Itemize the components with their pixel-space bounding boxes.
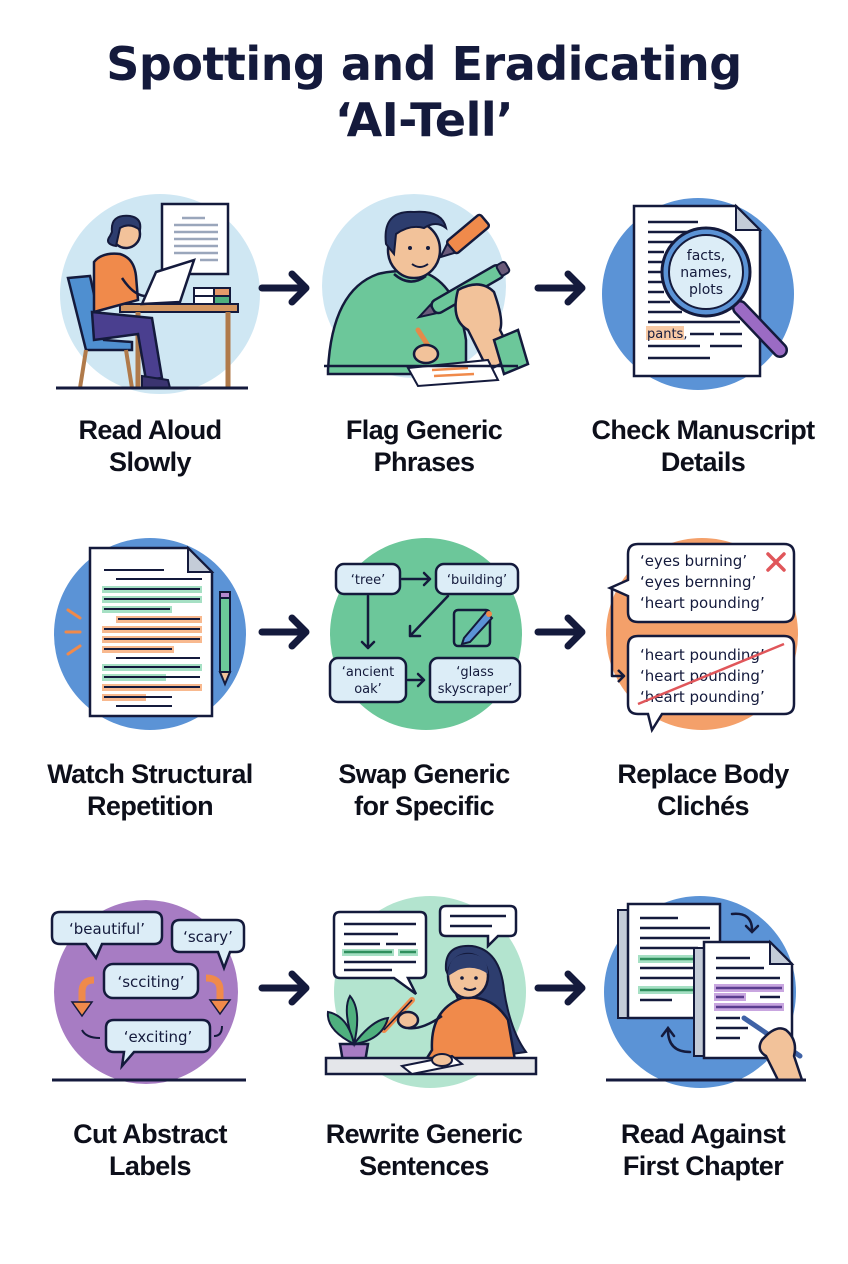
step-1-label-line-2: Slowly <box>109 447 192 477</box>
step-5-label-line-2: for Specific <box>354 791 494 821</box>
step-9-label: Read Against First Chapter <box>563 1118 843 1182</box>
bubble1-line-3: ‘heart pounding’ <box>640 594 765 612</box>
box-tree: ‘tree’ <box>351 573 385 588</box>
step-4-illustration <box>52 530 292 740</box>
step-7-label-line-2: Labels <box>109 1151 192 1181</box>
box-skyscraper: skyscraper’ <box>438 682 513 697</box>
word-beautiful: ‘beautiful’ <box>69 920 145 938</box>
magnifier-text-3: plots <box>689 282 723 298</box>
bubble1-line-2: ‘eyes bernning’ <box>640 573 756 591</box>
magnifier-document-icon: pants, facts, names, plots <box>602 198 794 390</box>
abstract-word-bubbles-icon: ‘beautiful’ ‘scary’ ‘scciting’ ‘exciting… <box>50 900 246 1084</box>
step-2-label-line-1: Flag Generic <box>345 415 503 445</box>
step-6-illustration: ‘eyes burning’ ‘eyes bernning’ ‘heart po… <box>600 530 840 740</box>
highlight-word: pants, <box>647 327 687 342</box>
word-exciting: ‘exciting’ <box>124 1028 193 1046</box>
magnifier-text-1: facts, <box>687 248 725 264</box>
step-2-label: Flag Generic Phrases <box>284 414 564 478</box>
step-4-label-line-2: Repetition <box>87 791 214 821</box>
step-5-label-line-1: Swap Generic <box>338 759 510 789</box>
box-ancient: ‘ancient <box>342 665 394 680</box>
step-4-label: Watch Structural Repetition <box>10 758 290 822</box>
word-scary: ‘scary’ <box>183 928 233 946</box>
bubble2-line-2: ‘heart pounding’ <box>640 667 765 685</box>
step-8-label-line-1: Rewrite Generic <box>325 1119 523 1149</box>
cliche-bubbles-icon: ‘eyes burning’ ‘eyes bernning’ ‘heart po… <box>606 538 798 734</box>
title-line-2: ‘AI-Tell’ <box>334 93 514 147</box>
step-6-label: Replace Body Clichés <box>563 758 843 822</box>
strikethrough-line <box>637 642 785 706</box>
step-7-label: Cut Abstract Labels <box>10 1118 290 1182</box>
highlighting-man-icon <box>322 194 530 388</box>
bubble2-line-1: ‘heart pounding’ <box>640 646 765 664</box>
step-5-illustration: ‘tree’ ‘building’ ‘ancient oak’ ‘glass s… <box>320 530 560 740</box>
word-scciting: ‘scciting’ <box>117 973 184 991</box>
x-mark-icon <box>766 552 786 572</box>
title-line-1: Spotting and Eradicating <box>106 37 742 91</box>
step-5-label: Swap Generic for Specific <box>284 758 564 822</box>
step-9-illustration <box>590 880 830 1090</box>
step-2-label-line-2: Phrases <box>373 447 475 477</box>
step-7-illustration: ‘beautiful’ ‘scary’ ‘scciting’ ‘exciting… <box>30 880 270 1090</box>
step-1-label-line-1: Read Aloud <box>78 415 222 445</box>
writing-woman-icon <box>324 896 538 1088</box>
word-swap-diagram-icon: ‘tree’ ‘building’ ‘ancient oak’ ‘glass s… <box>328 538 522 730</box>
step-8-illustration <box>312 880 552 1090</box>
step-3-illustration: pants, facts, names, plots <box>590 190 830 400</box>
page-title: Spotting and Eradicating ‘AI-Tell’ <box>0 36 848 148</box>
step-7-label-line-1: Cut Abstract <box>73 1119 227 1149</box>
step-3-label: Check Manuscript Details <box>563 414 843 478</box>
magnifier-text-2: names, <box>680 265 731 281</box>
arrow-right-icon <box>534 612 590 652</box>
step-1-label: Read Aloud Slowly <box>10 414 290 478</box>
bubble2-line-3: ‘heart pounding’ <box>640 688 765 706</box>
step-8-label-line-2: Sentences <box>359 1151 489 1181</box>
step-9-label-line-2: First Chapter <box>622 1151 784 1181</box>
bubble1-line-1: ‘eyes burning’ <box>640 552 747 570</box>
reading-woman-icon <box>56 194 260 394</box>
arrow-right-icon <box>534 268 590 308</box>
step-2-illustration <box>318 190 558 400</box>
step-3-label-line-2: Details <box>660 447 746 477</box>
step-8-label: Rewrite Generic Sentences <box>284 1118 564 1182</box>
box-oak: oak’ <box>354 682 382 697</box>
step-6-label-line-1: Replace Body <box>617 759 789 789</box>
box-building: ‘building’ <box>447 573 507 588</box>
step-4-label-line-1: Watch Structural <box>47 759 253 789</box>
arrow-right-icon <box>258 268 314 308</box>
box-glass: ‘glass <box>456 665 494 680</box>
step-1-illustration <box>42 192 282 402</box>
arrow-right-icon <box>258 968 314 1008</box>
arrow-right-icon <box>534 968 590 1008</box>
compare-documents-icon <box>604 896 806 1088</box>
arrow-right-icon <box>258 612 314 652</box>
step-9-label-line-1: Read Against <box>620 1119 786 1149</box>
step-6-label-line-2: Clichés <box>657 791 749 821</box>
highlighted-document-icon <box>54 538 246 730</box>
step-3-label-line-1: Check Manuscript <box>591 415 816 445</box>
